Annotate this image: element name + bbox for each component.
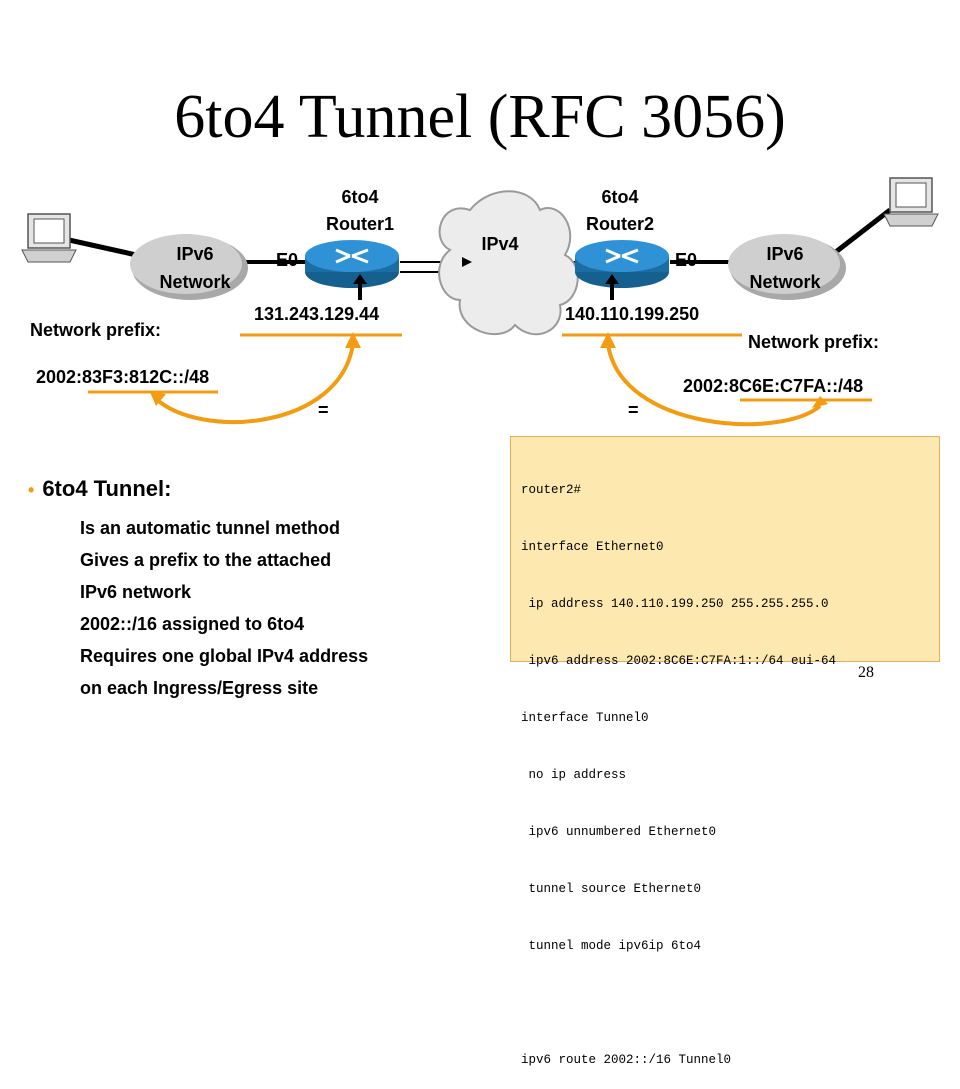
router1-ip: 131.243.129.44	[254, 304, 380, 324]
right-equals: =	[628, 400, 639, 420]
router1-icon	[305, 240, 399, 288]
left-computer-icon	[21, 213, 77, 263]
config-line: tunnel source Ethernet0	[521, 882, 702, 896]
router-config-box: router2# interface Ethernet0 ip address …	[510, 436, 940, 1067]
config-line: ipv6 unnumbered Ethernet0	[521, 825, 717, 839]
left-prefix-value: 2002:83F3:812C::/48	[36, 367, 210, 387]
right-prefix-heading: Network prefix:	[748, 332, 880, 352]
right-prefix-value: 2002:8C6E:C7FA::/48	[683, 376, 864, 396]
bullet-item: on each Ingress/Egress site	[80, 678, 319, 698]
link-right-pc	[826, 208, 892, 260]
bullet-list: •6to4 Tunnel: Is an automatic tunnel met…	[28, 476, 498, 704]
page-number: 28	[858, 664, 874, 681]
left-ipv6-cloud-icon	[130, 234, 248, 300]
config-line: interface Ethernet0	[521, 540, 664, 554]
router2-label: 6to4 Router2	[585, 187, 654, 234]
config-line: ip address 140.110.199.250 255.255.255.0	[521, 597, 829, 611]
bullet-item: Gives a prefix to the attached	[80, 550, 332, 570]
config-line: ipv6 address 2002:8C6E:C7FA:1::/64 eui-6…	[521, 654, 837, 668]
bullet-dot-icon: •	[28, 480, 35, 500]
bullet-item: Is an automatic tunnel method	[80, 518, 341, 538]
right-mapping-arrow	[606, 343, 822, 427]
left-prefix-heading: Network prefix:	[30, 320, 162, 340]
bullet-item: Requires one global IPv4 address	[80, 646, 369, 666]
bullet-item: 2002::/16 assigned to 6to4	[80, 614, 305, 634]
router2-iface: E0	[675, 250, 698, 270]
router1-label: 6to4 Router1	[325, 187, 394, 234]
left-cloud-label: IPv6 Network	[159, 244, 231, 292]
slide-title: 6to4 Tunnel (RFC 3056)	[174, 83, 786, 151]
bullet-item: IPv6 network	[80, 582, 192, 602]
left-mapping-arrow	[153, 343, 355, 424]
bullet-heading: •6to4 Tunnel:	[28, 476, 172, 501]
config-line: router2#	[521, 483, 582, 497]
right-computer-icon	[883, 177, 939, 227]
network-diagram	[21, 177, 939, 427]
config-line: ipv6 route 2002::/16 Tunnel0	[521, 1053, 732, 1067]
config-line: tunnel mode ipv6ip 6to4	[521, 939, 702, 953]
right-cloud-label: IPv6 Network	[749, 244, 821, 292]
ipv4-cloud-icon	[438, 190, 579, 336]
config-line: no ip address	[521, 768, 627, 782]
ipv4-cloud-label: IPv4	[481, 234, 519, 254]
left-equals: =	[318, 400, 329, 420]
config-line: interface Tunnel0	[521, 711, 649, 725]
config-line	[521, 994, 929, 1013]
router1-iface: E0	[276, 250, 299, 270]
right-ipv6-cloud-icon	[728, 234, 846, 300]
router2-ip: 140.110.199.250	[565, 304, 700, 324]
router2-icon	[575, 240, 669, 288]
